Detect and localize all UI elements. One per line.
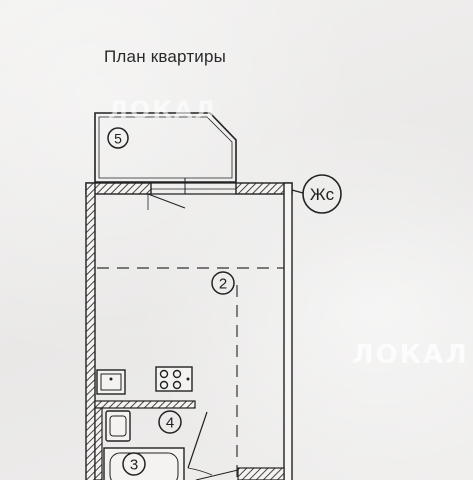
top-wall-left: [85, 182, 152, 195]
left-wall: [85, 182, 96, 480]
balcony-outline: [94, 112, 237, 183]
kitchen-sink-icon: [96, 369, 126, 395]
plan-title: План квартиры: [104, 47, 227, 66]
stove-icon: [155, 366, 193, 392]
washbasin-icon: [105, 410, 131, 442]
svg-text:3: 3: [130, 457, 138, 474]
lower-wall: [237, 467, 285, 480]
watermark-top: ЛОКАЛ: [108, 96, 217, 124]
svg-text:5: 5: [114, 131, 122, 147]
window-opening: [147, 178, 236, 210]
room-dashed-lines: [97, 267, 284, 480]
bathroom-wall: [94, 400, 196, 409]
svg-text:Жс: Жс: [310, 185, 335, 204]
bathroom-door: [187, 411, 213, 476]
watermark-right: ЛОКАЛ: [352, 340, 469, 370]
room-label-5: 5: [107, 127, 129, 149]
svg-text:4: 4: [166, 415, 174, 432]
right-wall: [283, 182, 293, 480]
room-label-4: 4: [158, 410, 182, 434]
svg-text:2: 2: [219, 276, 227, 293]
bathroom-side-wall: [94, 407, 103, 480]
room-label-3: 3: [122, 452, 146, 476]
riser-label: Жс: [302, 174, 342, 214]
room-label-2: 2: [211, 271, 235, 295]
riser-connector: [291, 189, 304, 194]
door-line: [195, 469, 239, 480]
